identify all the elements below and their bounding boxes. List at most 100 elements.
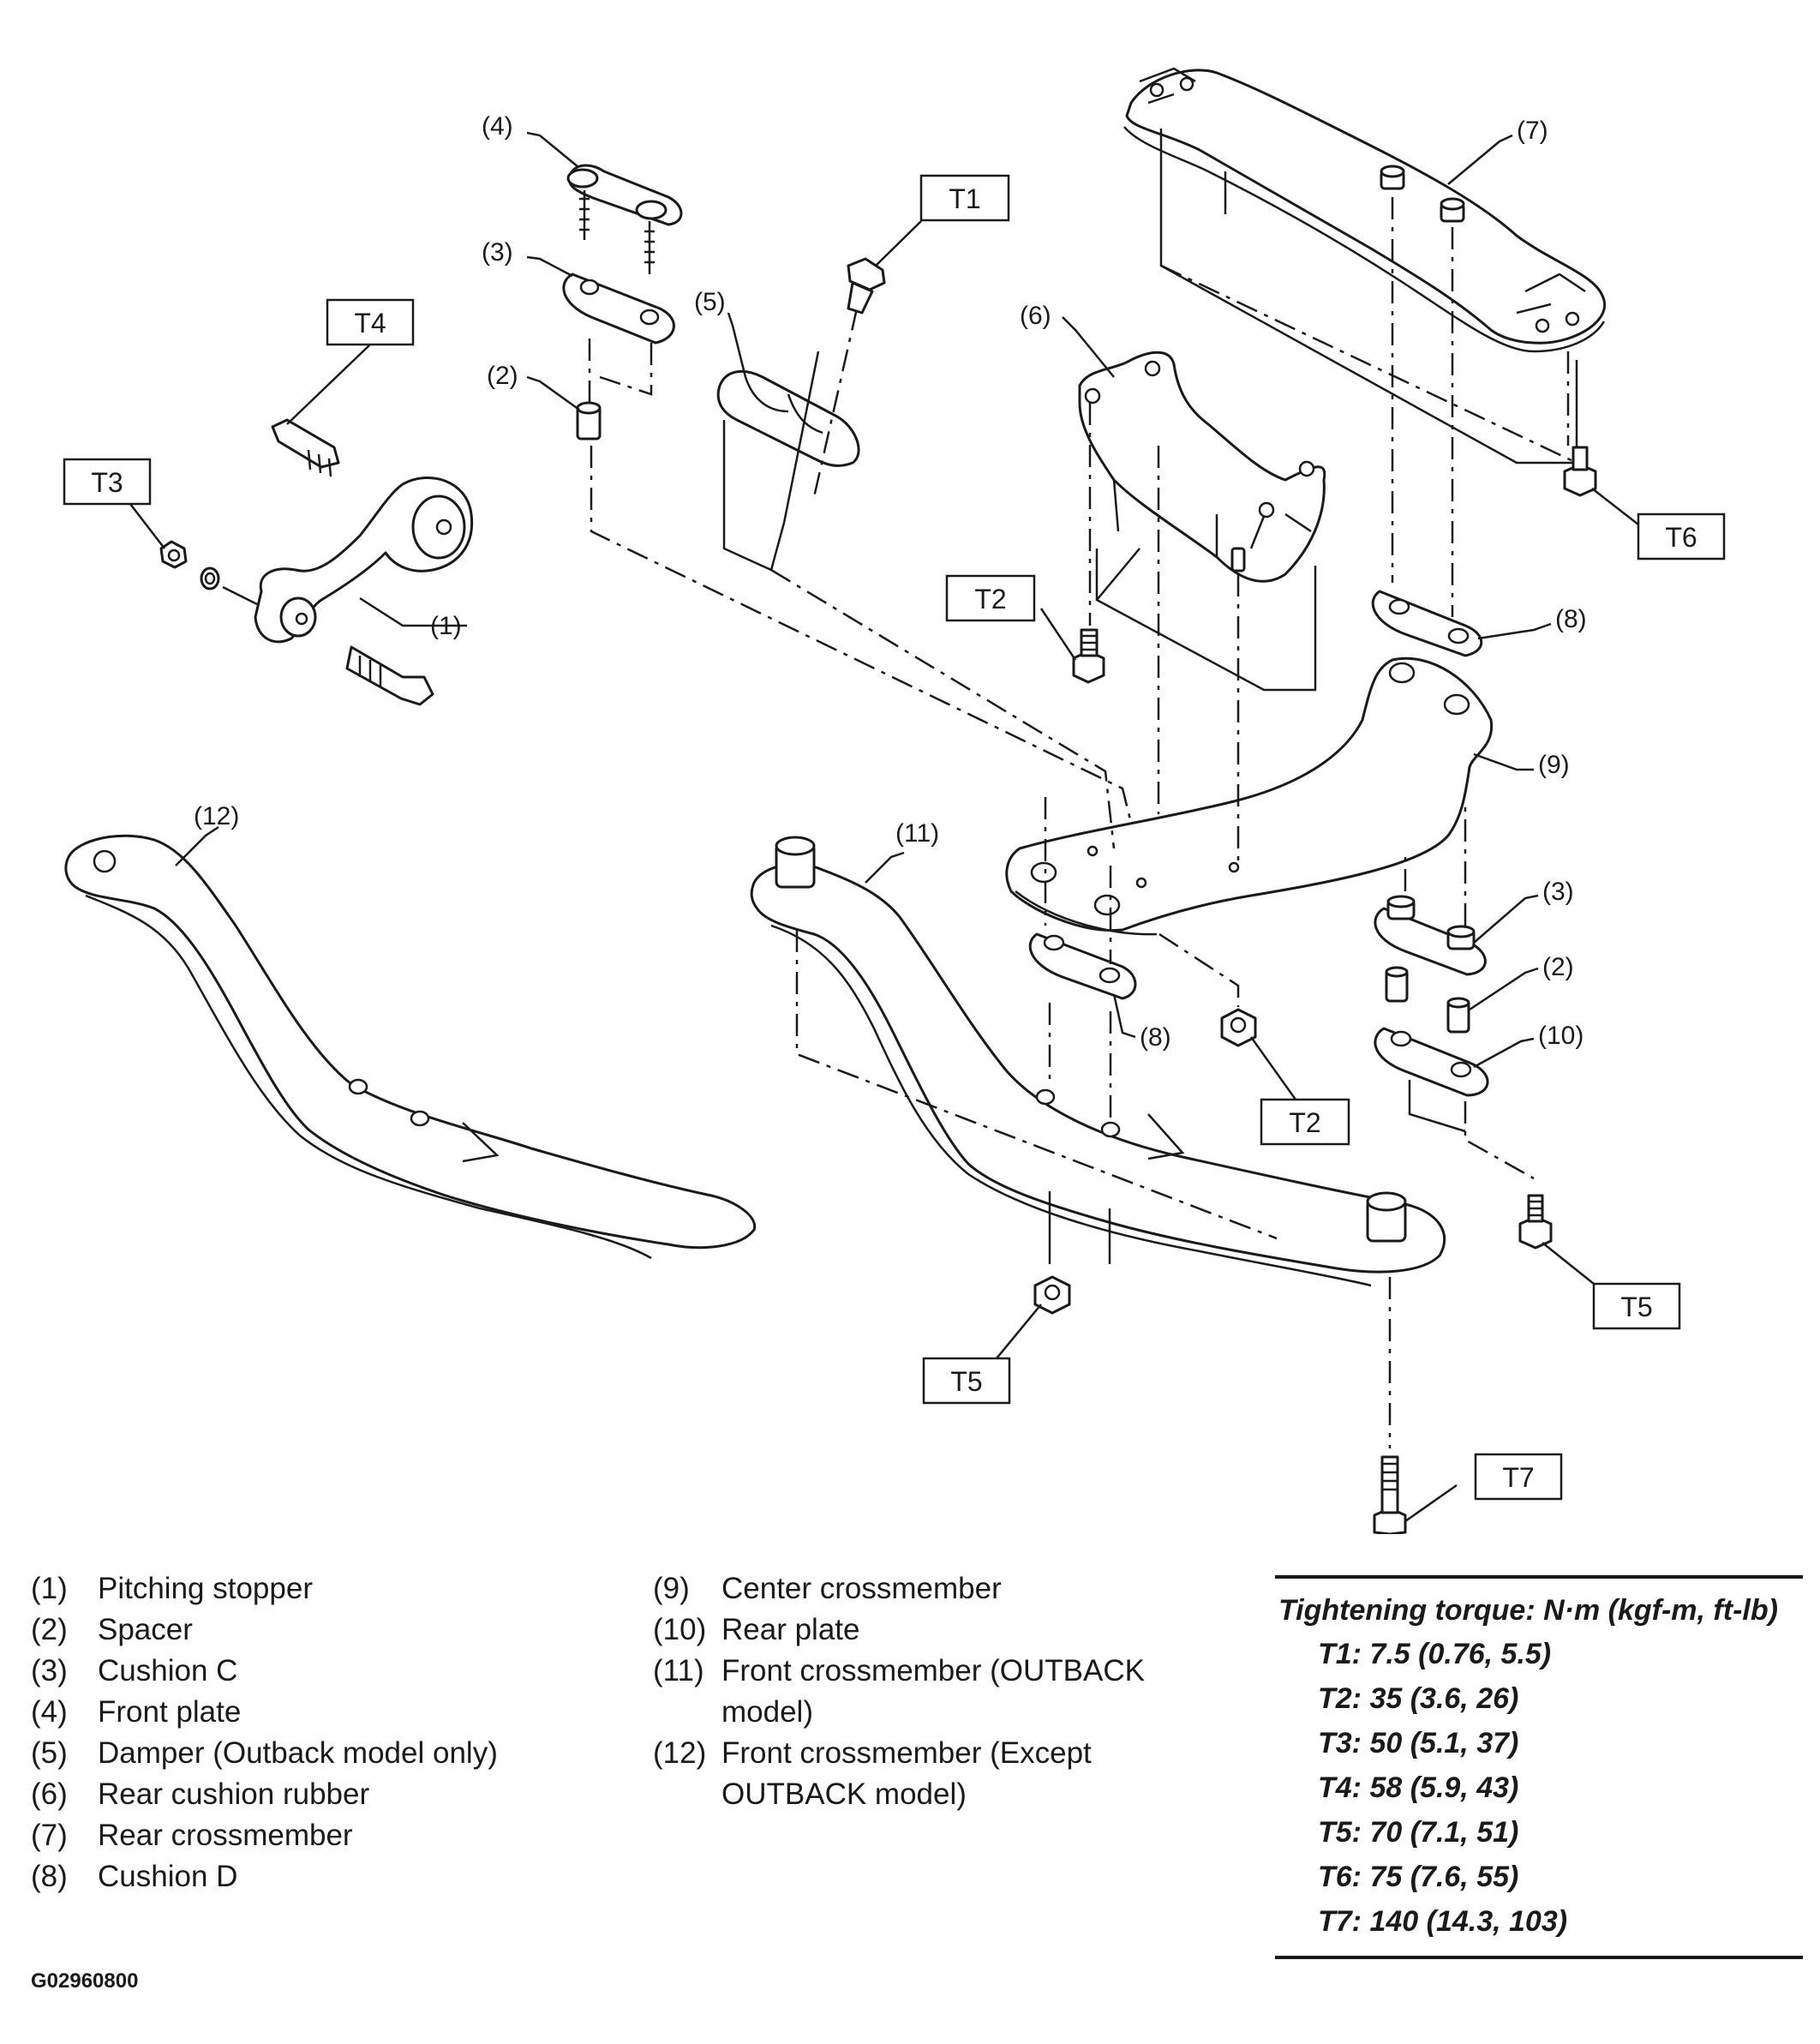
torque-tag-t3: T3 <box>63 458 152 506</box>
rear-crossmember-projection <box>1159 129 1578 617</box>
front-crossmember-except-outback <box>64 834 757 1260</box>
pitching-stopper-bolt-lower <box>345 645 434 706</box>
front-plate <box>566 164 683 274</box>
callout-3-left: (3) <box>482 238 513 267</box>
legend-number: (8) <box>31 1860 68 1893</box>
parts-legend-right: (9) Center crossmember (10) Rear plate (11… <box>653 1568 1167 1815</box>
callout-5: (5) <box>694 288 726 316</box>
legend-number: (5) <box>31 1736 68 1770</box>
legend-item: (9) Center crossmember <box>653 1568 1167 1609</box>
legend-label: Rear cushion rubber <box>98 1777 370 1811</box>
center-crossmember <box>1005 656 1494 936</box>
nut-t5-lower <box>1033 1275 1071 1315</box>
torque-row: T2: 35 (3.6, 26) <box>1318 1682 1519 1715</box>
torque-tag-t7: T7 <box>1474 1453 1563 1501</box>
bolt-t5-right <box>1518 1194 1553 1250</box>
svg-text:T1: T1 <box>949 183 980 214</box>
svg-text:T3: T3 <box>91 467 123 498</box>
torque-row: T6: 75 (7.6, 55) <box>1318 1861 1519 1893</box>
legend-number: (7) <box>31 1819 68 1852</box>
torque-tag-t2-upper: T2 <box>945 574 1036 622</box>
damper-projection <box>722 308 1116 849</box>
legend-label: Center crossmember <box>721 1572 1002 1605</box>
rear-cushion-rubber <box>1078 351 1326 583</box>
callout-2-left: (2) <box>487 362 518 390</box>
callout-6: (6) <box>1020 302 1051 330</box>
callout-11: (11) <box>895 819 939 848</box>
nut-t2-lower <box>1220 1008 1257 1047</box>
legend-label: Rear crossmember <box>98 1819 353 1852</box>
front-crossmember-outback <box>750 836 1446 1287</box>
svg-text:T5: T5 <box>950 1366 982 1397</box>
legend-number: (3) <box>31 1654 68 1687</box>
legend-item: (12)Front crossmember (Except OUTBACK mo… <box>653 1733 1167 1815</box>
spacer-right-pair <box>1385 966 1470 1034</box>
torque-tag-t4: T4 <box>326 298 415 346</box>
callout-4: (4) <box>482 112 513 141</box>
legend-number: (11) <box>653 1654 704 1687</box>
bolt-t6 <box>1563 446 1597 497</box>
cushion-c-left <box>562 273 675 345</box>
legend-item: (6)Rear cushion rubber <box>31 1774 498 1815</box>
spacer-left <box>576 401 602 441</box>
legend-item: (4)Front plate <box>31 1692 498 1733</box>
legend-label: Spacer <box>98 1613 193 1646</box>
rear-crossmember <box>1123 67 1607 353</box>
torque-tag-t6: T6 <box>1637 512 1726 560</box>
torque-row: T7: 140 (14.3, 103) <box>1318 1905 1568 1938</box>
left-stack-projection <box>588 339 1133 824</box>
legend-label: Cushion D <box>98 1860 238 1893</box>
legend-label: Cushion C <box>98 1654 238 1687</box>
torque-row: T1: 7.5 (0.76, 5.5) <box>1318 1638 1552 1670</box>
legend-number: (2) <box>31 1613 68 1646</box>
cushion-d-lower-projection <box>1044 797 1240 1118</box>
front-crossmember-outback-projection <box>795 930 1278 1264</box>
torque-tag-t5-right: T5 <box>1592 1282 1681 1330</box>
torque-row: T3: 50 (5.1, 37) <box>1318 1727 1519 1759</box>
legend-number: (9) <box>653 1572 690 1605</box>
figure-code: G02960800 <box>31 1969 139 1993</box>
legend-item: (1)Pitching stopper <box>31 1568 498 1609</box>
torque-table-title: Tightening torque: N·m (kgf-m, ft-lb) <box>1278 1594 1778 1627</box>
legend-number: (4) <box>31 1695 68 1729</box>
legend-item: (11)Front crossmember (OUTBACK model) <box>653 1651 1167 1733</box>
parts-legend-left: (1)Pitching stopper (2) Spacer (3) Cushion… <box>31 1568 498 1897</box>
callout-9: (9) <box>1538 751 1570 779</box>
torque-row: T4: 58 (5.9, 43) <box>1318 1771 1519 1804</box>
rear-cushion-rubber-projection <box>1088 403 1317 866</box>
callout-12: (12) <box>194 802 239 830</box>
cushion-c-right <box>1374 895 1487 976</box>
pitching-stopper <box>254 477 474 644</box>
tightening-torque-table: Tightening torque: N·m (kgf-m, ft-lb) T1… <box>1275 1575 1803 1959</box>
bolt-t1 <box>847 257 886 315</box>
exploded-parts-diagram: (4) (3) (2) (5) (6) (7) (8) (9) (3) (2) … <box>63 67 1726 1534</box>
legend-number: (1) <box>31 1572 68 1605</box>
legend-item: (5) Damper (Outback model only) <box>31 1733 498 1774</box>
torque-tag-t5-lower: T5 <box>922 1357 1011 1405</box>
callout-8-upper: (8) <box>1555 605 1587 633</box>
legend-number: (10) <box>653 1613 707 1646</box>
svg-text:T6: T6 <box>1665 522 1697 553</box>
cushion-d-upper <box>1371 590 1483 657</box>
callout-10: (10) <box>1538 1022 1584 1050</box>
bolt-t7 <box>1373 1277 1407 1534</box>
callout-3-right: (3) <box>1542 878 1574 906</box>
leader-lines <box>129 131 1639 1523</box>
legend-item: (2) Spacer <box>31 1609 498 1651</box>
callout-2-right: (2) <box>1542 953 1574 981</box>
svg-text:T2: T2 <box>974 584 1006 614</box>
callout-8-lower: (8) <box>1140 1023 1171 1052</box>
legend-label: Front crossmember (Except OUTBACK model) <box>721 1736 1092 1811</box>
callout-7: (7) <box>1517 117 1548 145</box>
svg-text:T7: T7 <box>1502 1462 1534 1493</box>
legend-label: Damper (Outback model only) <box>98 1736 498 1770</box>
svg-text:T2: T2 <box>1289 1107 1320 1138</box>
legend-label: Rear plate <box>721 1613 860 1646</box>
torque-tag-t2-lower: T2 <box>1260 1098 1350 1146</box>
legend-item: (8) Cushion D <box>31 1856 498 1897</box>
torque-row: T5: 70 (7.1, 51) <box>1318 1816 1519 1849</box>
svg-text:T5: T5 <box>1620 1292 1652 1322</box>
svg-text:T4: T4 <box>354 308 386 339</box>
rear-plate <box>1374 1027 1489 1097</box>
legend-item: (7) Rear crossmember <box>31 1815 498 1856</box>
